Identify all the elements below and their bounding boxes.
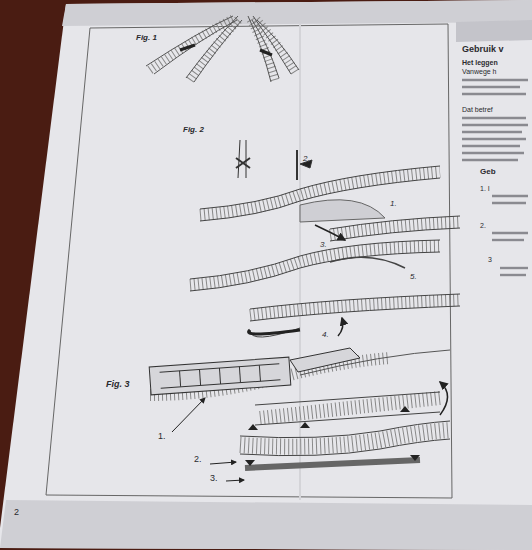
callout-number: 5.	[410, 273, 417, 281]
footer-band	[0, 500, 532, 550]
callout-number: 3.	[320, 241, 327, 249]
callout-number: 2.	[303, 155, 310, 163]
page-number: 2	[14, 508, 19, 517]
fig1-tracks	[146, 16, 299, 82]
body-text-lines	[462, 80, 528, 275]
fig3-illustration	[149, 348, 450, 481]
list-number: 3	[488, 256, 492, 263]
callout-number: 3.	[210, 474, 218, 483]
callout-number: 1.	[158, 432, 166, 441]
callout-number: 1.	[390, 200, 397, 208]
list-number: 2.	[480, 222, 486, 229]
column-band	[456, 20, 532, 42]
figure-frame	[46, 24, 452, 498]
body-text: Vanwege h	[462, 68, 497, 75]
fig2-symbol	[236, 140, 312, 180]
section-heading: Gebruik v	[462, 45, 504, 54]
list-number: 1. I	[480, 185, 490, 192]
sub-heading: Het leggen	[462, 59, 498, 66]
sub-heading: Geb	[480, 168, 496, 176]
body-text: Dat betref	[462, 106, 493, 113]
figure-label: Fig. 3	[106, 380, 130, 389]
wagon	[149, 357, 291, 395]
fig2-tracks	[190, 166, 460, 337]
callout-number: 2.	[194, 455, 202, 464]
callout-number: 4.	[322, 331, 329, 339]
figure-label: Fig. 1	[136, 34, 157, 42]
figure-label: Fig. 2	[183, 126, 204, 134]
